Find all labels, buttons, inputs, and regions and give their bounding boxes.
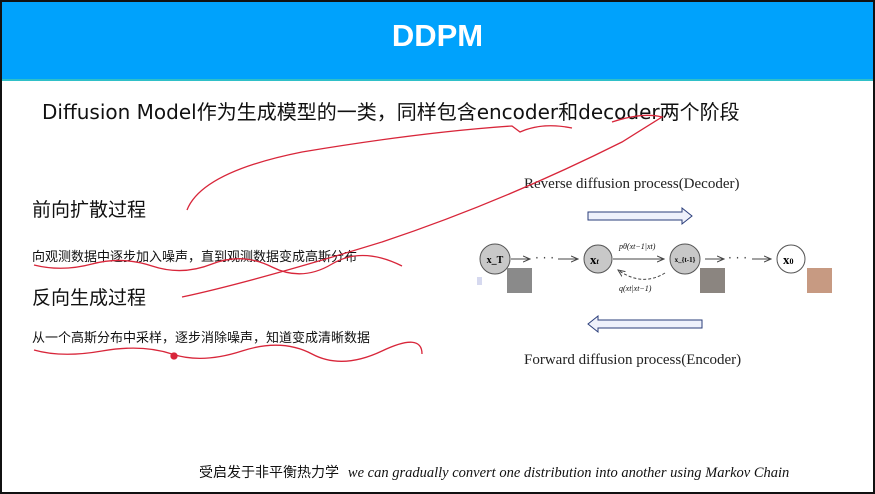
noisy-face-image (700, 268, 725, 293)
forward-desc: 向观测数据中逐步加入噪声，直到观测数据变成高斯分布 (32, 250, 358, 265)
caption: 受启发于非平衡热力学 we can gradually convert one … (199, 462, 789, 482)
reverse-process-label: Reverse diffusion process(Decoder) (524, 176, 740, 192)
slide-header: DDPM (2, 2, 873, 81)
node-xt-1: x_{t-1} (669, 243, 701, 275)
noise-image (507, 268, 532, 293)
node-xt-1-label: x_{t-1} (675, 256, 696, 264)
intro-text: Diffusion Model作为生成模型的一类，同样包含encoder和dec… (42, 100, 740, 124)
svg-text:· · ·: · · · (728, 251, 747, 265)
forward-process-label: Forward diffusion process(Encoder) (524, 352, 742, 368)
face-image (807, 268, 832, 293)
decoder-arrow (587, 206, 693, 226)
forward-heading: 前向扩散过程 (32, 199, 147, 221)
node-xt: xt (583, 244, 613, 274)
svg-text:xt: xt (590, 252, 600, 267)
red-annotations (33, 114, 664, 362)
node-x0: x0 (776, 244, 806, 274)
p-label: pθ(xt−1|xt) (619, 242, 656, 251)
node-xT: x_T (479, 243, 511, 275)
svg-text:· · ·: · · · (535, 251, 554, 265)
encoder-arrow (587, 314, 703, 334)
node-xT-label: x_T (487, 255, 504, 266)
reverse-desc: 从一个高斯分布中采样，逐步消除噪声，知道变成清晰数据 (32, 331, 371, 346)
caption-en: we can gradually convert one distributio… (347, 465, 790, 481)
slide-title: DDPM (391, 18, 484, 53)
svg-text:x0: x0 (783, 252, 794, 267)
reverse-heading: 反向生成过程 (32, 287, 147, 309)
q-label: q(xt|xt−1) (619, 284, 652, 293)
caption-cn: 受启发于非平衡热力学 (199, 465, 339, 481)
